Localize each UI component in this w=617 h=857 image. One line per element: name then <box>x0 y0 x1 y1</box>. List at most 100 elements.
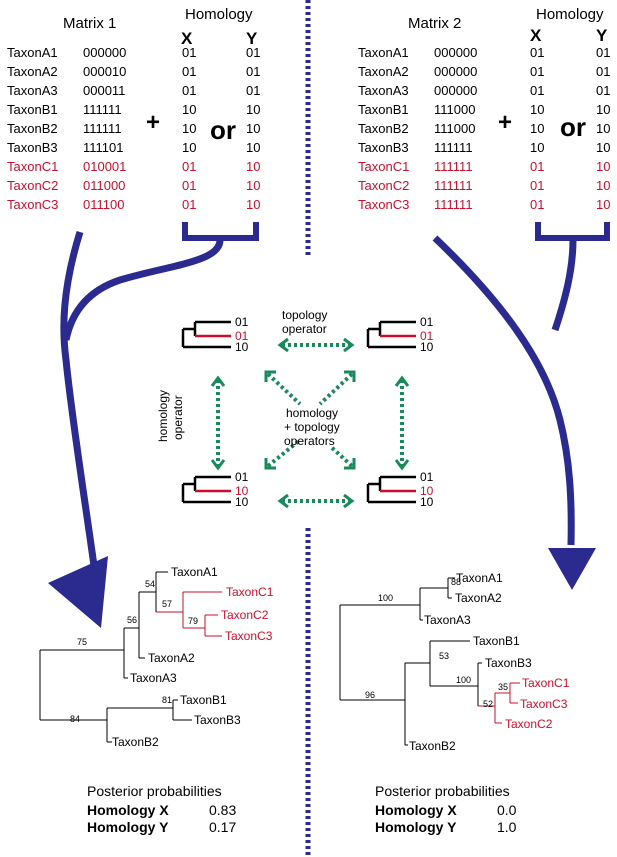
tree-leaf-label: TaxonC1 <box>226 585 274 599</box>
tree-leaf-label: TaxonA1 <box>456 571 503 585</box>
mini-tree-label: 01 <box>420 470 434 484</box>
matrix-character-code: 000010 <box>83 64 127 79</box>
homology-x-value: 10 <box>182 140 197 155</box>
right-homology-y-value: 1.0 <box>497 819 517 835</box>
left-matrix-title: Matrix 1 <box>63 15 117 32</box>
matrix-character-code: 111111 <box>434 197 473 212</box>
right-arrowhead <box>548 548 596 590</box>
mini-tree-label: 01 <box>235 315 249 329</box>
tree-support-value: 56 <box>127 615 137 625</box>
left-plus-sign: + <box>146 109 161 136</box>
matrix-character-code: 000011 <box>83 83 126 98</box>
tree-leaf-label: TaxonB1 <box>180 693 227 707</box>
left-homology-y-value: 0.17 <box>209 819 237 835</box>
matrix-taxon-name: TaxonB1 <box>7 102 58 117</box>
homology-y-value: 01 <box>596 83 611 98</box>
left-homology-title: Homology <box>185 6 253 23</box>
matrix-taxon-name: TaxonA1 <box>7 45 58 60</box>
operator-arrowheads <box>210 337 410 509</box>
matrix-taxon-name: TaxonA2 <box>358 64 409 79</box>
tree-leaf-label: TaxonA2 <box>455 591 502 605</box>
left-homology-y-header: Y <box>246 29 258 48</box>
topology-operator-label-2: operator <box>282 322 327 336</box>
tree-support-value: 88 <box>451 577 461 587</box>
homology-y-value: 01 <box>246 83 261 98</box>
mini-tree-label: 01 <box>420 315 434 329</box>
matrix-taxon-name: TaxonC3 <box>358 197 410 212</box>
left-posterior-block: Posterior probabilities Homology X 0.83 … <box>87 783 236 836</box>
matrix-taxon-name: TaxonC2 <box>358 178 410 193</box>
matrix-taxon-name: TaxonB3 <box>7 140 58 155</box>
tree-support-value: 53 <box>439 651 449 661</box>
matrix-character-code: 000000 <box>434 45 478 60</box>
left-posterior-title: Posterior probabilities <box>87 783 222 799</box>
homology-y-value: 01 <box>596 64 611 79</box>
homology-y-value: 01 <box>246 64 261 79</box>
homology-y-value: 10 <box>596 178 611 193</box>
matrix-character-code: 111111 <box>83 102 122 117</box>
combined-operator-label-3: operators <box>284 434 335 448</box>
matrix-character-code: 111101 <box>83 140 124 155</box>
mini-tree-label: 01 <box>235 470 249 484</box>
homology-y-value: 10 <box>596 159 611 174</box>
mini-tree-label: 10 <box>420 495 434 509</box>
tree-leaf-label: TaxonA3 <box>130 671 177 685</box>
homology-y-value: 01 <box>246 45 261 60</box>
tree-leaf-label: TaxonC1 <box>522 676 570 690</box>
homology-y-value: 01 <box>596 45 611 60</box>
right-big-arrow-shaft <box>432 235 575 546</box>
tree-leaf-label: TaxonA2 <box>148 651 195 665</box>
right-matrix-title: Matrix 2 <box>408 15 462 32</box>
right-homology-y-label: Homology Y <box>375 819 457 835</box>
matrix-character-code: 000000 <box>434 64 478 79</box>
diag-arrow-bl <box>266 438 302 468</box>
homology-x-value: 10 <box>530 140 545 155</box>
tree-support-value: 54 <box>145 579 155 589</box>
tree-support-value: 79 <box>188 616 198 626</box>
left-big-arrow-shaft <box>60 230 100 581</box>
matrix-character-code: 011000 <box>83 178 126 193</box>
matrix-character-code: 111000 <box>434 121 476 136</box>
left-homology-x-value: 0.83 <box>209 802 237 818</box>
tree-support-value: 35 <box>498 682 508 692</box>
homology-x-value: 01 <box>530 64 545 79</box>
homology-x-value: 01 <box>530 159 545 174</box>
matrix-taxon-name: TaxonB1 <box>358 102 409 117</box>
left-phylogeny: TaxonA1TaxonC1TaxonC2TaxonC3TaxonA2Taxon… <box>39 565 274 749</box>
tree-support-value: 52 <box>483 699 493 709</box>
matrix-character-code: 111111 <box>83 121 122 136</box>
matrix-taxon-name: TaxonA3 <box>358 83 409 98</box>
matrix-character-code: 010001 <box>83 159 127 174</box>
right-posterior-block: Posterior probabilities Homology X 0.0 H… <box>375 783 516 836</box>
diag-arrow-br <box>328 444 354 468</box>
tree-support-value: 100 <box>456 675 471 685</box>
homology-x-value: 01 <box>182 83 197 98</box>
left-homology-bracket <box>182 222 259 241</box>
tree-leaf-label: TaxonC2 <box>505 717 553 731</box>
tree-leaf-label: TaxonB1 <box>473 634 520 648</box>
homology-x-value: 01 <box>182 197 197 212</box>
homology-y-value: 10 <box>246 140 261 155</box>
diag-arrow-tr <box>318 372 354 406</box>
tree-leaf-label: TaxonB2 <box>112 735 159 749</box>
diag-arrow-tl <box>266 372 302 406</box>
tree-support-value: 100 <box>378 593 393 603</box>
combined-operator-label-2: + topology <box>284 420 340 434</box>
matrix-taxon-name: TaxonA1 <box>358 45 409 60</box>
homology-y-value: 10 <box>246 102 261 117</box>
homology-y-value: 10 <box>246 159 261 174</box>
tree-leaf-label: TaxonC3 <box>520 697 568 711</box>
tree-leaf-label: TaxonB2 <box>409 739 456 753</box>
homology-x-value: 01 <box>530 197 545 212</box>
right-homology-title: Homology <box>536 6 604 23</box>
matrix-taxon-name: TaxonB3 <box>358 140 409 155</box>
right-homology-x-value: 0.0 <box>497 802 517 818</box>
homology-x-value: 10 <box>530 102 545 117</box>
right-phylogeny: TaxonA1TaxonA2TaxonA3TaxonB1TaxonB3Taxon… <box>339 571 570 753</box>
mini-tree-label: 10 <box>235 484 249 498</box>
tree-leaf-label: TaxonA1 <box>171 565 218 579</box>
matrix-character-code: 111111 <box>434 140 473 155</box>
homology-x-value: 10 <box>182 121 197 136</box>
left-bracket-connector <box>62 239 224 341</box>
tree-leaf-label: TaxonA3 <box>424 613 471 627</box>
